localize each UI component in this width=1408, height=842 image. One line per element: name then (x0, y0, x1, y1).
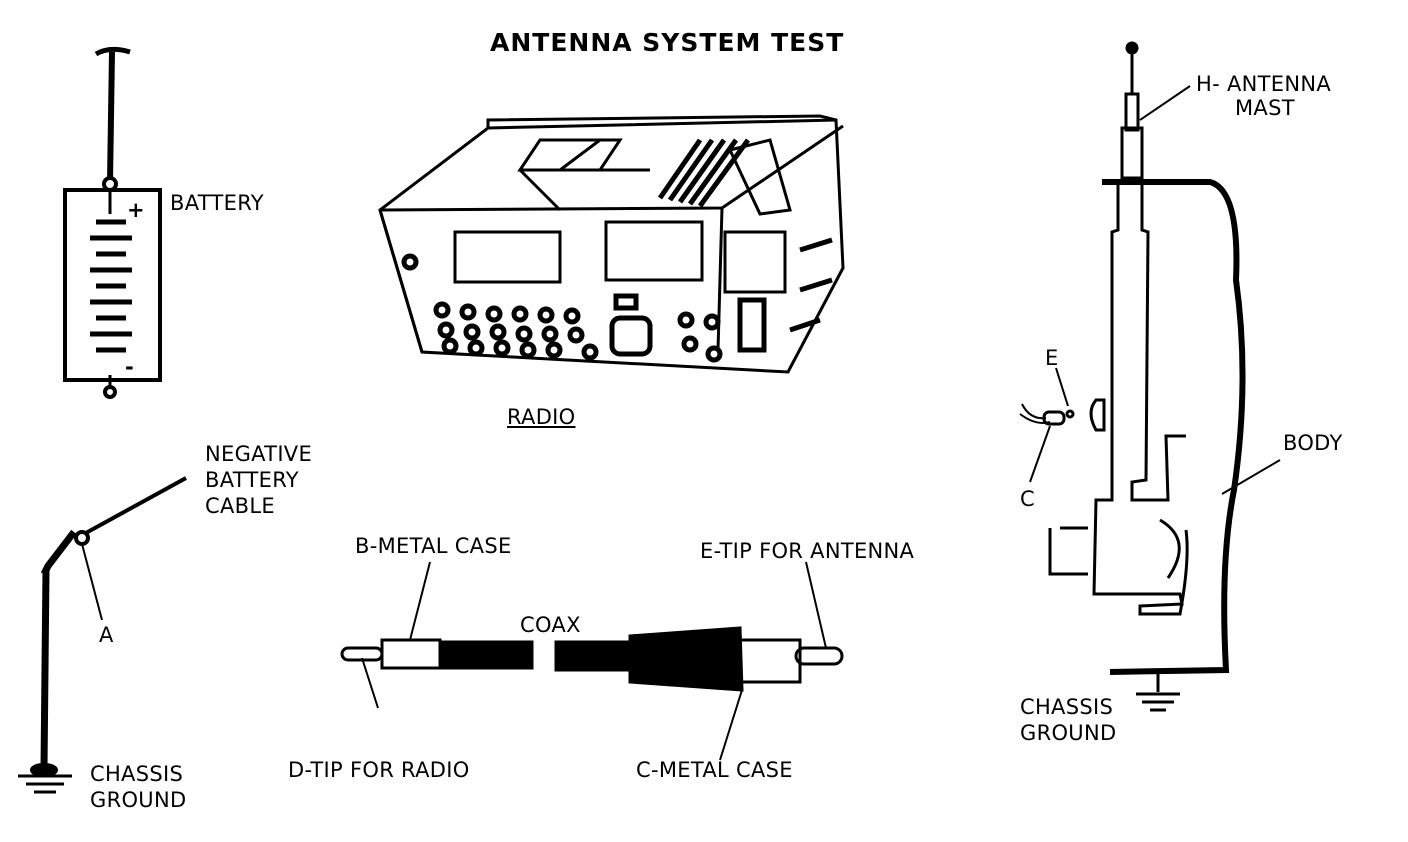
ground-symbol-left (18, 774, 72, 794)
chassis-ground-right-line2: GROUND (1020, 721, 1117, 745)
battery-illustration (63, 46, 162, 399)
e-tip-label: E-TIP FOR ANTENNA (700, 539, 915, 563)
diagram-title: ANTENNA SYSTEM TEST (490, 28, 845, 57)
antenna-mast-label-line1: H- ANTENNA (1196, 72, 1331, 96)
b-metal-case-label: B-METAL CASE (355, 534, 512, 558)
antenna-mast-label-line2: MAST (1235, 96, 1295, 120)
d-tip-label: D-TIP FOR RADIO (288, 758, 470, 782)
battery-label: BATTERY (170, 191, 264, 215)
coax-label: COAX (520, 613, 581, 637)
ground-symbol-right (1136, 672, 1180, 712)
battery-plus-label: + (127, 198, 145, 222)
negative-cable-label-line2: BATTERY (205, 468, 299, 492)
negative-cable-illustration (30, 476, 187, 777)
radio-illustration (378, 114, 845, 374)
point-a-label: A (99, 623, 114, 647)
negative-cable-label-line1: NEGATIVE (205, 442, 313, 466)
radio-label: RADIO (507, 405, 576, 429)
chassis-ground-left-line2: GROUND (90, 788, 187, 812)
point-c-label: C (1020, 487, 1035, 511)
antenna-body-illustration (1019, 41, 1281, 675)
battery-minus-label: - (125, 355, 135, 379)
chassis-ground-right-line1: CHASSIS (1020, 695, 1114, 719)
c-metal-case-label: C-METAL CASE (636, 758, 793, 782)
point-e-label: E (1045, 346, 1059, 370)
body-label: BODY (1283, 431, 1343, 455)
coax-illustration (340, 561, 844, 761)
chassis-ground-left-line1: CHASSIS (90, 762, 184, 786)
negative-cable-label-line3: CABLE (205, 494, 275, 518)
